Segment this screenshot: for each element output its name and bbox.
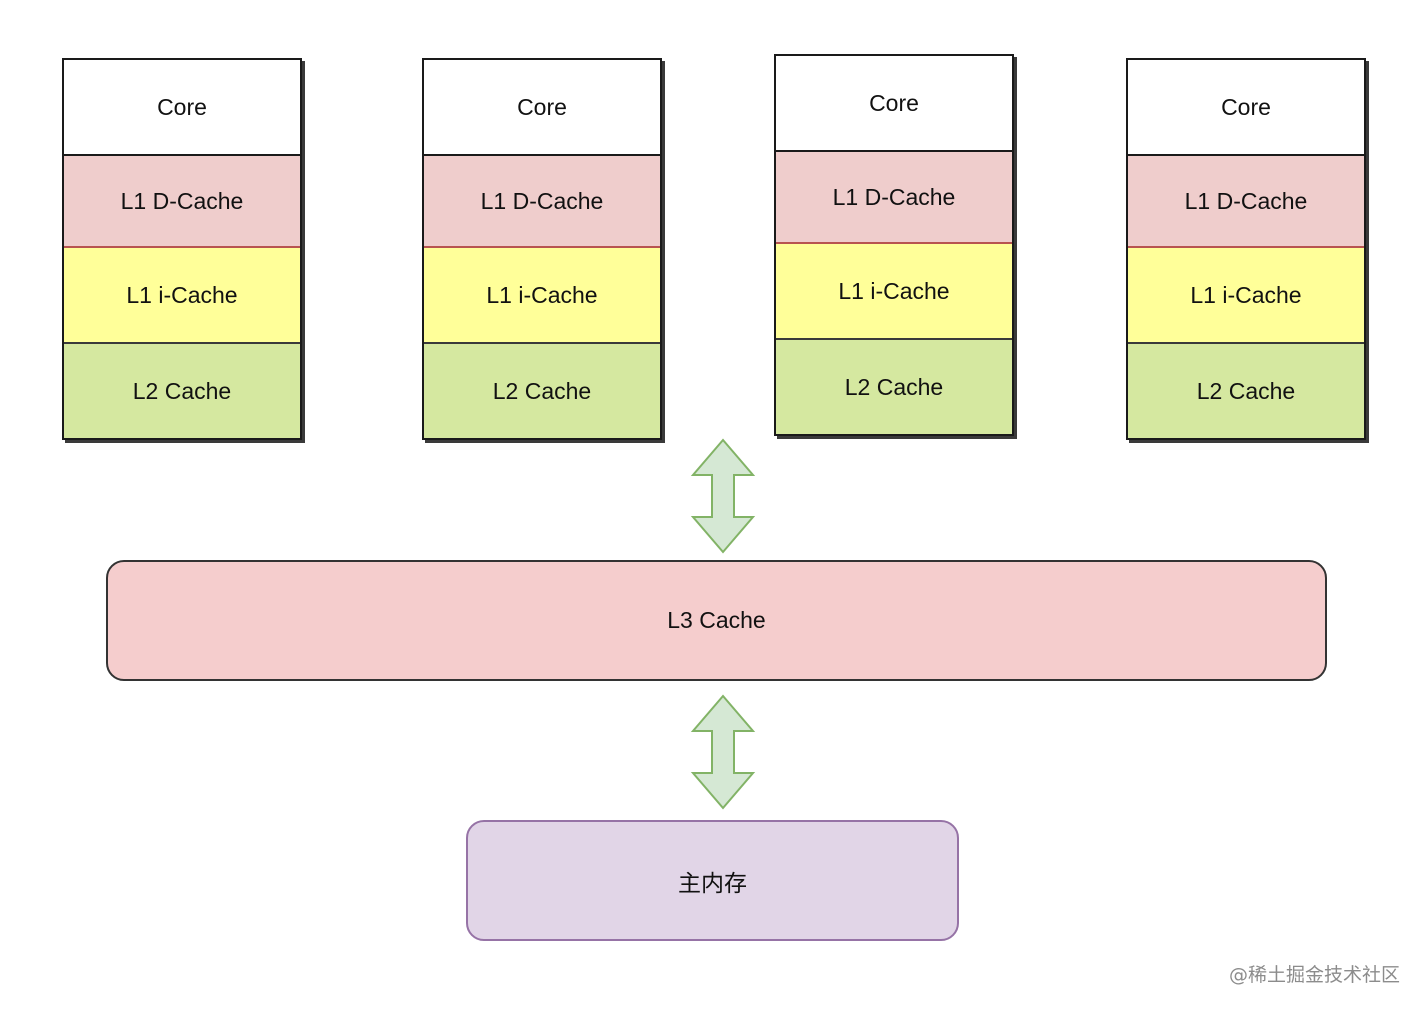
l2-cache-block: L2 Cache — [1128, 344, 1364, 438]
core-block: Core — [776, 56, 1012, 152]
core-stack-3: Core L1 D-Cache L1 i-Cache L2 Cache — [774, 54, 1014, 436]
l1-dcache-block: L1 D-Cache — [64, 156, 300, 248]
l2-cache-block: L2 Cache — [776, 340, 1012, 434]
l1-dcache-block: L1 D-Cache — [776, 152, 1012, 244]
l1-dcache-block: L1 D-Cache — [1128, 156, 1364, 248]
l1-dcache-block: L1 D-Cache — [424, 156, 660, 248]
core-stack-1: Core L1 D-Cache L1 i-Cache L2 Cache — [62, 58, 302, 440]
l2-cache-block: L2 Cache — [424, 344, 660, 438]
core-block: Core — [424, 60, 660, 156]
l1-icache-block: L1 i-Cache — [424, 248, 660, 344]
l2-cache-block: L2 Cache — [64, 344, 300, 438]
core-stack-2: Core L1 D-Cache L1 i-Cache L2 Cache — [422, 58, 662, 440]
double-arrow-icon — [690, 438, 756, 554]
l1-icache-block: L1 i-Cache — [64, 248, 300, 344]
l1-icache-block: L1 i-Cache — [1128, 248, 1364, 344]
watermark: @稀土掘金技术社区 — [1228, 964, 1400, 986]
core-block: Core — [1128, 60, 1364, 156]
core-block: Core — [64, 60, 300, 156]
l3-cache-block: L3 Cache — [106, 560, 1327, 681]
main-memory-block: 主内存 — [466, 820, 959, 941]
double-arrow-icon — [690, 694, 756, 810]
l1-icache-block: L1 i-Cache — [776, 244, 1012, 340]
core-stack-4: Core L1 D-Cache L1 i-Cache L2 Cache — [1126, 58, 1366, 440]
